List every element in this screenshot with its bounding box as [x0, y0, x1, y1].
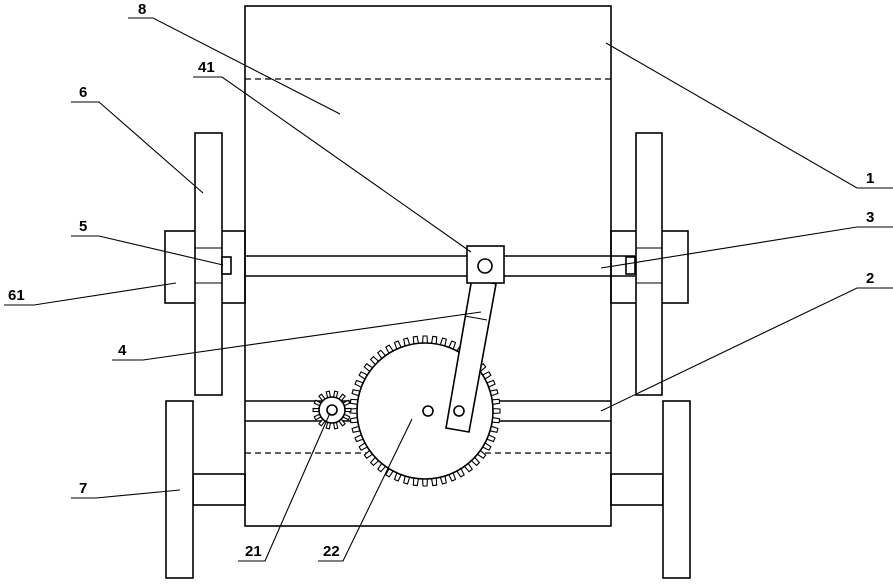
label-21: 21: [245, 543, 262, 560]
label-61: 61: [8, 287, 25, 304]
label-41: 41: [198, 59, 215, 76]
label-5: 5: [79, 218, 87, 235]
right-axle-stub: [611, 474, 663, 505]
label-22: 22: [323, 543, 340, 560]
right-upper-wheel: [636, 133, 662, 395]
label-3: 3: [866, 209, 874, 226]
leader-61: [4, 283, 176, 305]
leader-8: [128, 18, 340, 114]
right-key: [626, 257, 635, 274]
small-gear-body: [319, 397, 345, 423]
label-8: 8: [138, 1, 146, 18]
label-2: 2: [866, 270, 874, 287]
left-axle-stub: [193, 474, 245, 505]
leader-41: [193, 77, 471, 252]
slider-block: [467, 246, 504, 283]
label-7: 7: [79, 480, 87, 497]
leader-7: [71, 490, 180, 498]
label-4: 4: [118, 342, 127, 359]
right-lower-wheel: [663, 401, 690, 578]
label-1: 1: [866, 170, 874, 187]
leader-21: [238, 413, 330, 561]
label-6: 6: [79, 84, 87, 101]
leader-6: [71, 102, 203, 193]
left-key: [222, 257, 231, 274]
